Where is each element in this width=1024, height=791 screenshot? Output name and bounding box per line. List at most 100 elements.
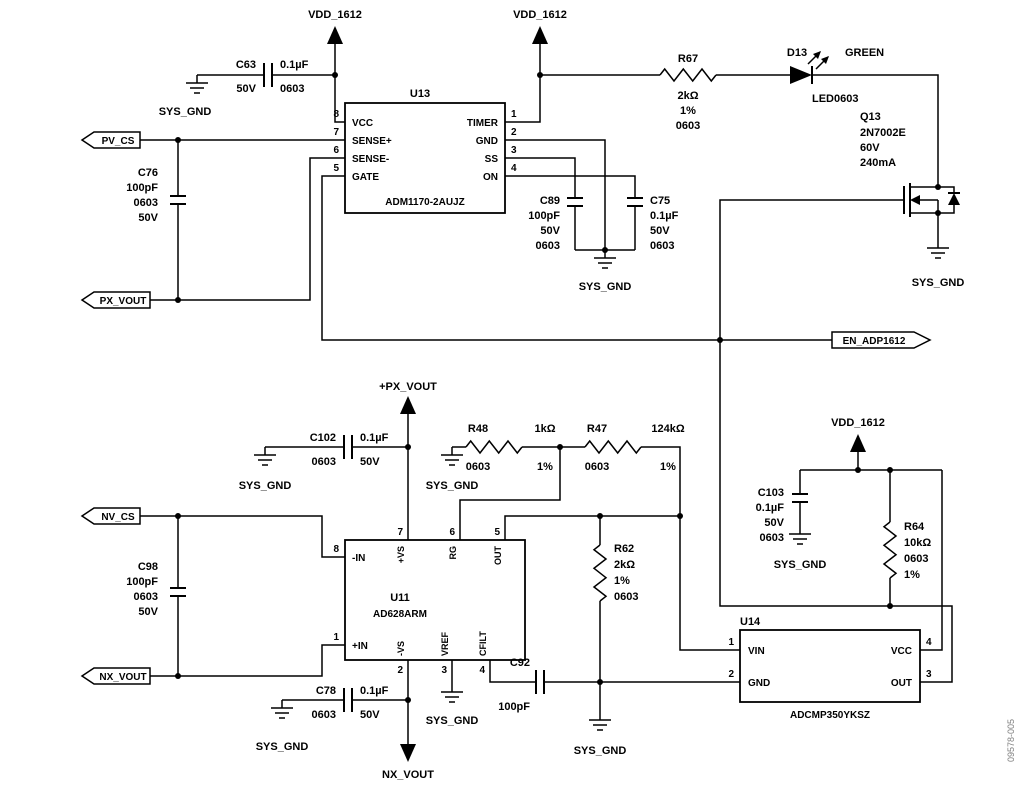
voltage: 50V <box>764 517 784 529</box>
capacitor-c75: C75 0.1µF 50V 0603 <box>627 195 679 252</box>
value: 100pF <box>498 701 530 713</box>
ground-label: SYS_GND <box>256 741 309 753</box>
ground-icon <box>441 684 463 703</box>
wire <box>459 447 561 540</box>
pin-number: 8 <box>333 109 339 120</box>
junction-dots <box>175 72 941 703</box>
size: 0603 <box>312 709 336 721</box>
junction-dot <box>405 697 411 703</box>
resistor-r67: R67 2kΩ 1% 0603 <box>659 53 717 132</box>
junction-dot <box>597 679 603 685</box>
ground-icon <box>441 447 463 466</box>
pin-number: 7 <box>333 127 339 138</box>
value: 0.1µF <box>360 685 389 697</box>
capacitor-c78: C78 0.1µF 0603 50V <box>312 685 389 721</box>
value: 0.1µF <box>756 502 785 514</box>
resistor-body <box>882 521 898 579</box>
net-label-vdd: VDD_1612 <box>831 417 885 429</box>
ground-icon <box>594 250 616 269</box>
ground-icon <box>589 712 611 731</box>
voltage: 50V <box>138 212 158 224</box>
value: 100pF <box>126 182 158 194</box>
ground-label: SYS_GND <box>426 715 479 727</box>
wire <box>150 157 345 301</box>
pin-number: 2 <box>728 669 734 680</box>
net-label-vdd: VDD_1612 <box>513 9 567 21</box>
junction-dot <box>887 603 893 609</box>
pin-name: VIN <box>748 646 765 657</box>
pin-number: 3 <box>511 145 517 156</box>
wires <box>140 44 953 744</box>
pin-number: 1 <box>333 632 339 643</box>
net-label-nx-vout: NX_VOUT <box>382 769 434 781</box>
ground-icon <box>186 75 208 94</box>
ic-refdes: U13 <box>410 88 430 100</box>
refdes: R48 <box>468 423 488 435</box>
pin-number: 7 <box>397 527 403 538</box>
pin-name: -VS <box>396 641 406 656</box>
ports: PV_CS PX_VOUT NV_CS NX_VOUT EN_ADP1612 <box>80 131 932 685</box>
tolerance: 1% <box>660 461 676 473</box>
ground-icon <box>254 447 276 466</box>
ic-part-number: AD628ARM <box>373 609 427 620</box>
size: 0603 <box>134 197 158 209</box>
junction-dot <box>887 467 893 473</box>
resistor-r47: R47 124kΩ 0603 1% <box>584 423 685 473</box>
refdes: C76 <box>138 167 158 179</box>
size: 0603 <box>312 456 336 468</box>
ground-icon <box>271 700 293 719</box>
pin-name: CFILT <box>478 631 488 656</box>
u14-comparator: U14 ADCMP350YKSZ VIN GND 1 2 VCC OUT 4 3 <box>728 616 932 721</box>
pin-name: VREF <box>440 631 450 656</box>
ground-symbols: SYS_GND SYS_GND SYS_GND SYS_GND SYS_GND … <box>159 75 964 757</box>
port-pv-cs <box>80 131 141 149</box>
refdes: C63 <box>236 59 256 71</box>
value: 2kΩ <box>677 90 698 102</box>
net-label-vdd: VDD_1612 <box>308 9 362 21</box>
wire <box>679 516 740 651</box>
ic-body <box>739 629 921 703</box>
wire <box>140 515 345 558</box>
size: 0603 <box>614 591 638 603</box>
refdes: R47 <box>587 423 607 435</box>
pin-name: +VS <box>396 546 406 563</box>
wire <box>812 74 939 187</box>
value: 0.1µF <box>650 210 679 222</box>
size: 0603 <box>536 240 560 252</box>
junction-dot <box>597 513 603 519</box>
pin-number: 4 <box>479 665 485 676</box>
junction-dot <box>537 72 543 78</box>
resistor-r62: R62 2kΩ 1% 0603 <box>592 543 638 603</box>
pin-number: 5 <box>494 527 500 538</box>
resistor-body <box>465 439 523 455</box>
port-px-vout <box>80 291 151 309</box>
resistor-body <box>659 67 717 83</box>
junction-dot <box>405 444 411 450</box>
value: 10kΩ <box>904 537 931 549</box>
wire <box>505 175 636 198</box>
ground-icon <box>789 526 811 545</box>
junction-dot <box>855 467 861 473</box>
ic-refdes: U11 <box>390 592 410 604</box>
pin-name: SENSE- <box>352 154 389 165</box>
refdes: C75 <box>650 195 670 207</box>
pin-number: 2 <box>397 665 403 676</box>
color: GREEN <box>845 47 884 59</box>
value: 100pF <box>126 576 158 588</box>
size: 0603 <box>466 461 490 473</box>
refdes: C98 <box>138 561 158 573</box>
refdes: R64 <box>904 521 925 533</box>
resistor-r48: R48 1kΩ 0603 1% <box>465 423 556 473</box>
pin-name: OUT <box>493 546 503 566</box>
pin-name: VCC <box>891 646 912 657</box>
resistor-body <box>592 544 608 602</box>
power-arrow-up-icon <box>327 26 343 44</box>
pin-number: 3 <box>441 665 447 676</box>
ic-refdes: U14 <box>740 616 761 628</box>
port-nv-cs <box>80 507 141 525</box>
value: 1kΩ <box>534 423 555 435</box>
capacitor-c98: C98 100pF 0603 50V <box>126 561 186 618</box>
wire <box>504 515 680 540</box>
